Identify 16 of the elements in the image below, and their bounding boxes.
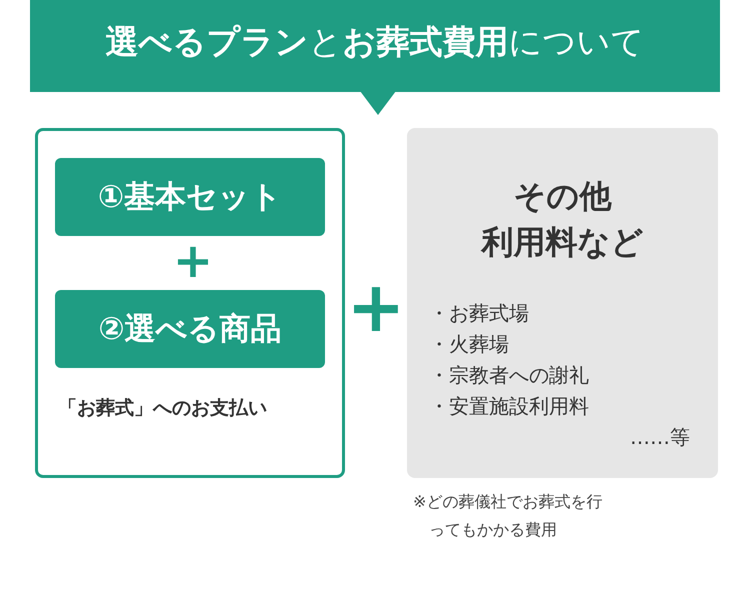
panel-heading: その他利用料など [480, 176, 644, 263]
title-banner [30, 0, 720, 92]
plus-sign: + [346, 272, 406, 342]
other-fees-panel [407, 128, 718, 478]
plus-sign: + [172, 236, 214, 286]
title-text: 選べるプランとお葬式費用について [104, 21, 646, 63]
list-item: ・安置施設利用料 [429, 393, 589, 420]
plan-item-box: ②選べる商品 [55, 290, 325, 368]
footnote: ※どの葬儀社でお葬式を行ってもかかる費用 [413, 491, 604, 541]
payment-note: 「お葬式」へのお支払い [58, 396, 268, 421]
list-item: ・宗教者への謝礼 [429, 362, 589, 389]
plan-panel [35, 128, 345, 478]
etc-text: ……等 [630, 424, 690, 451]
list-item: ・お葬式場 [429, 300, 529, 327]
list-item: ・火葬場 [429, 331, 509, 358]
plan-item-box: ①基本セット [55, 158, 325, 236]
